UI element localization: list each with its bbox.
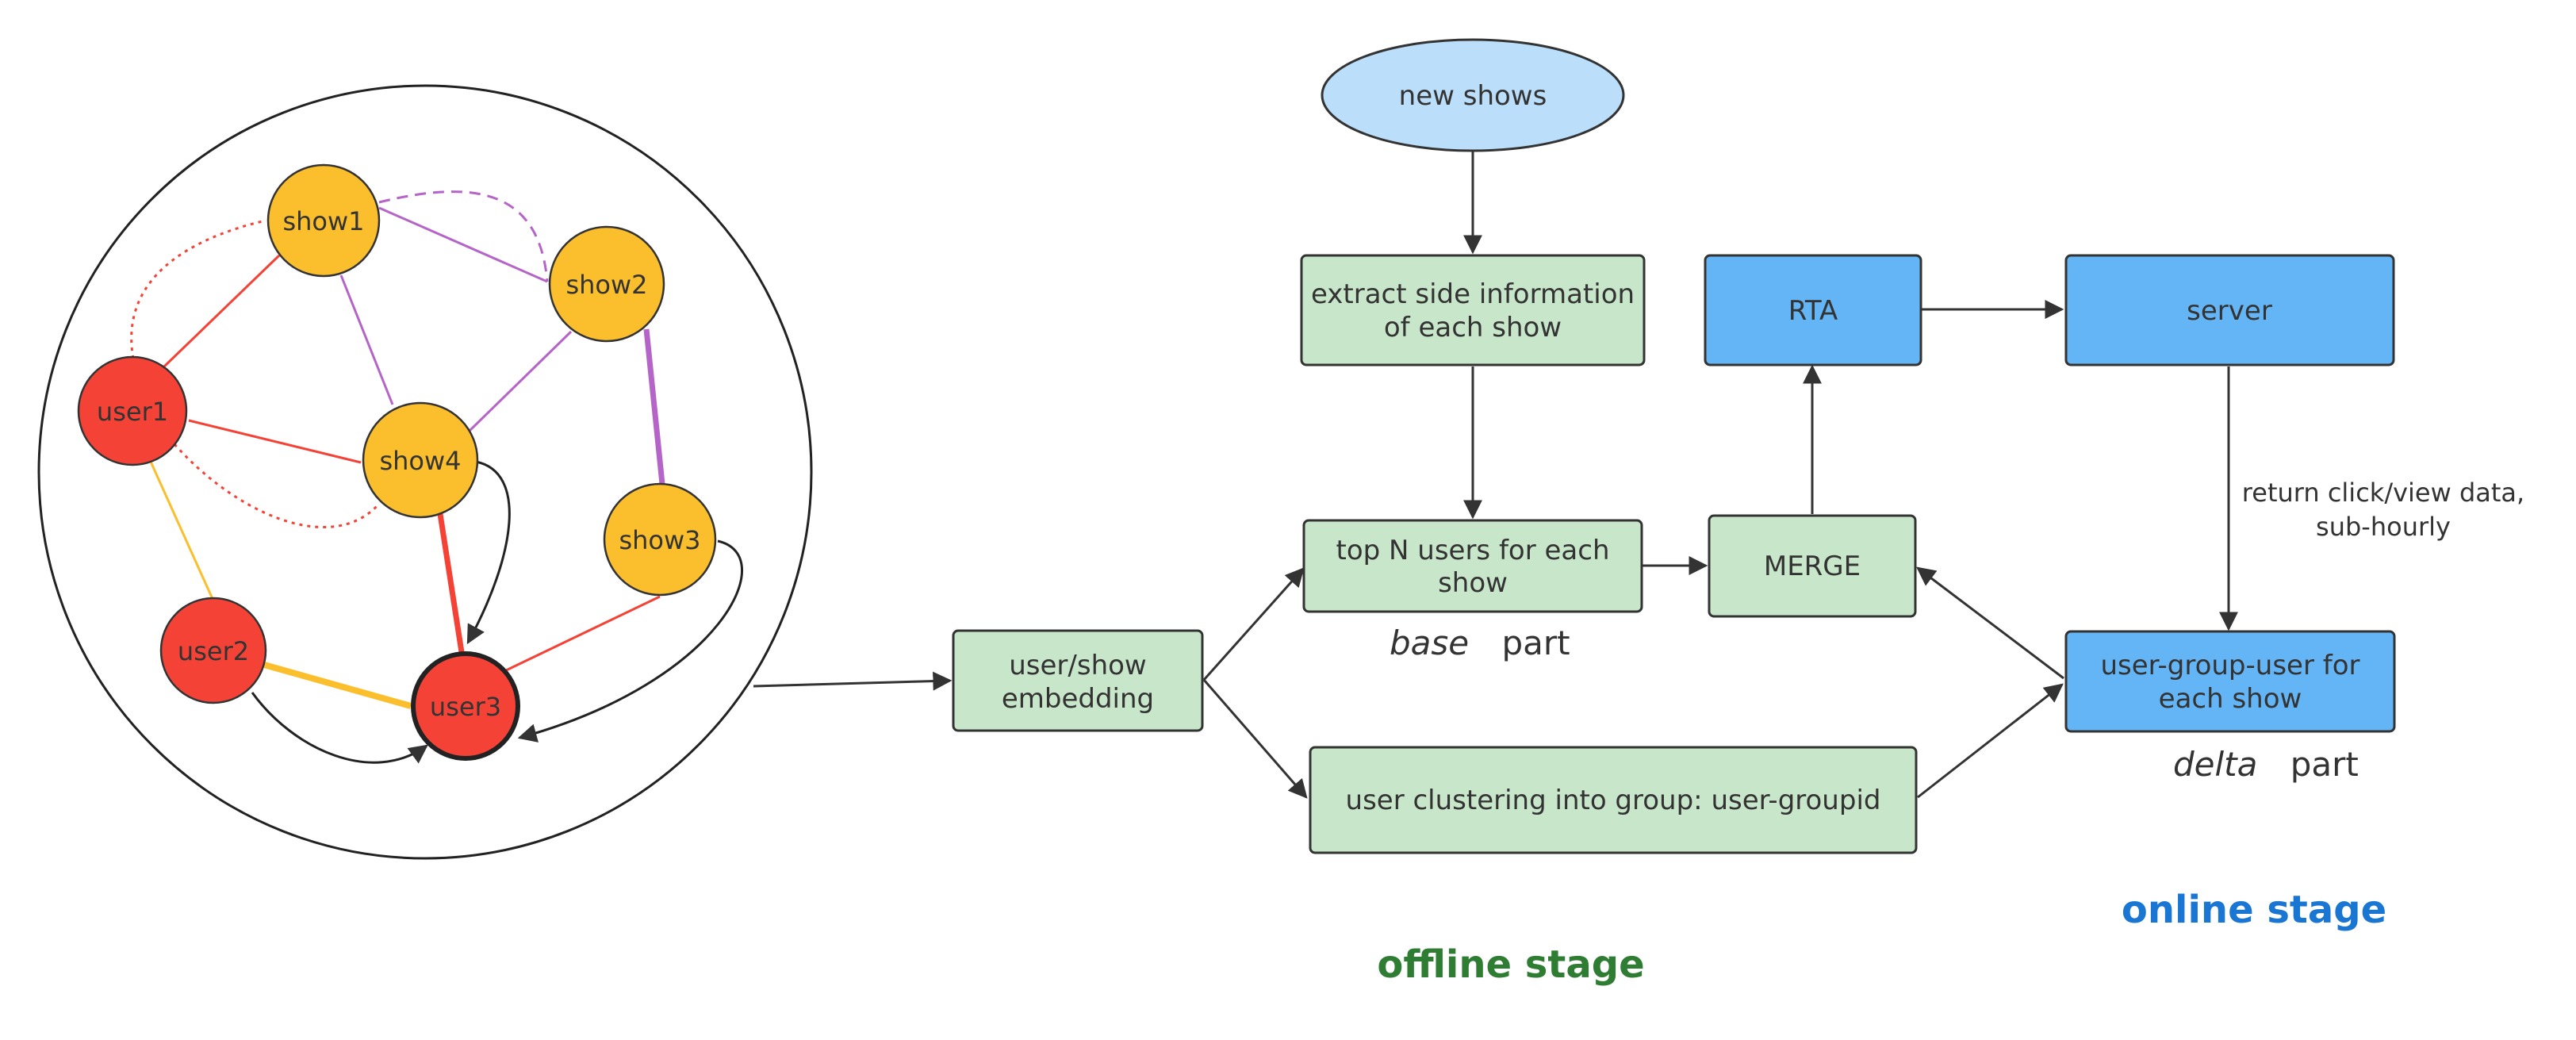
delta-word: delta — [2173, 745, 2257, 784]
arrow-ugu-to-merge — [1916, 566, 2064, 680]
offline-stage-label: offline stage — [1377, 942, 1644, 987]
clustering-label: user clustering into group: user-groupid — [1346, 785, 1881, 816]
user-show-graph: show1 show2 show4 show3 user1 user2 user… — [37, 84, 813, 860]
extract-label-line1: extract side information — [1311, 278, 1635, 310]
node-show2: show2 — [548, 225, 665, 343]
node-show4: show4 — [362, 401, 479, 519]
box-server: server — [2064, 254, 2395, 366]
edge-user2-user3-curve — [251, 692, 428, 764]
edge-user1-show1-dotted — [130, 219, 266, 359]
box-rta: RTA — [1704, 254, 1922, 366]
rta-label: RTA — [1788, 295, 1838, 327]
server-label: server — [2187, 295, 2272, 327]
edge-user1-show4-dotted — [173, 443, 381, 529]
edge-user2-user3 — [263, 662, 412, 709]
node-user3: user3 — [411, 651, 520, 761]
pipeline-arrows — [753, 151, 2238, 799]
edge-show3-user3-curve — [517, 539, 744, 743]
edge-user1-show1 — [163, 254, 281, 368]
edge-user1-show4 — [188, 419, 362, 464]
edge-show2-show3 — [643, 328, 665, 485]
ugu-label-line2: each show — [2159, 683, 2302, 715]
return-label-line1: return click/view data, — [2242, 478, 2524, 508]
embedding-label-line2: embedding — [1002, 683, 1154, 715]
return-data-label: return click/view data, sub-hourly — [2242, 478, 2524, 542]
node-user2-label: user2 — [178, 636, 249, 666]
box-user-show-embedding: user/show embedding — [952, 629, 1204, 732]
online-stage-label: online stage — [2122, 888, 2386, 932]
base-word: base — [1390, 624, 1469, 662]
edge-user1-user2 — [149, 461, 214, 600]
box-extract-side-info: extract side information of each show — [1300, 254, 1646, 366]
edge-show4-user3 — [437, 513, 465, 653]
edge-show4-user3-curve — [466, 460, 511, 645]
return-label-line2: sub-hourly — [2316, 512, 2451, 542]
node-user1-label: user1 — [97, 397, 168, 427]
node-new-shows: new shows — [1321, 38, 1625, 152]
arrow-embedding-to-clustering — [1202, 679, 1308, 799]
box-user-group-user: user-group-user for each show — [2064, 630, 2396, 733]
node-show1: show1 — [266, 163, 381, 278]
box-merge: MERGE — [1708, 514, 1917, 618]
node-show3-label: show3 — [619, 525, 700, 555]
edge-show1-show4 — [339, 274, 394, 405]
ugu-label-line1: user-group-user for — [2101, 650, 2360, 681]
graph-boundary-circle — [37, 84, 813, 860]
base-suffix: part — [1501, 624, 1570, 662]
delta-suffix: part — [2290, 745, 2359, 784]
edge-show2-show4 — [468, 330, 573, 432]
node-show4-label: show4 — [379, 446, 461, 476]
arrow-graph-to-embedding — [753, 671, 953, 691]
extract-label-line2: of each show — [1384, 312, 1562, 343]
topn-label-line2: show — [1438, 567, 1508, 599]
node-user3-label: user3 — [430, 692, 501, 722]
edge-show1-show2-dashed — [378, 190, 549, 282]
node-show1-label: show1 — [282, 206, 364, 236]
merge-label: MERGE — [1764, 551, 1861, 582]
arrow-clustering-to-ugu — [1917, 683, 2064, 799]
base-part-label: base part — [1390, 624, 1570, 662]
node-user1: user1 — [77, 355, 188, 466]
new-shows-label: new shows — [1399, 80, 1547, 112]
node-user2: user2 — [159, 597, 267, 704]
arrow-embedding-to-topn — [1202, 567, 1305, 681]
delta-part-label: delta part — [2173, 745, 2359, 784]
topn-label-line1: top N users for each — [1336, 535, 1610, 566]
node-show2-label: show2 — [565, 270, 647, 300]
edge-show3-user3 — [504, 595, 661, 673]
embedding-label-line1: user/show — [1009, 650, 1147, 681]
box-user-clustering: user clustering into group: user-groupid — [1309, 746, 1918, 854]
edge-show1-show2 — [378, 206, 548, 283]
node-show3: show3 — [603, 482, 717, 597]
box-top-n-users: top N users for each show — [1302, 519, 1643, 613]
